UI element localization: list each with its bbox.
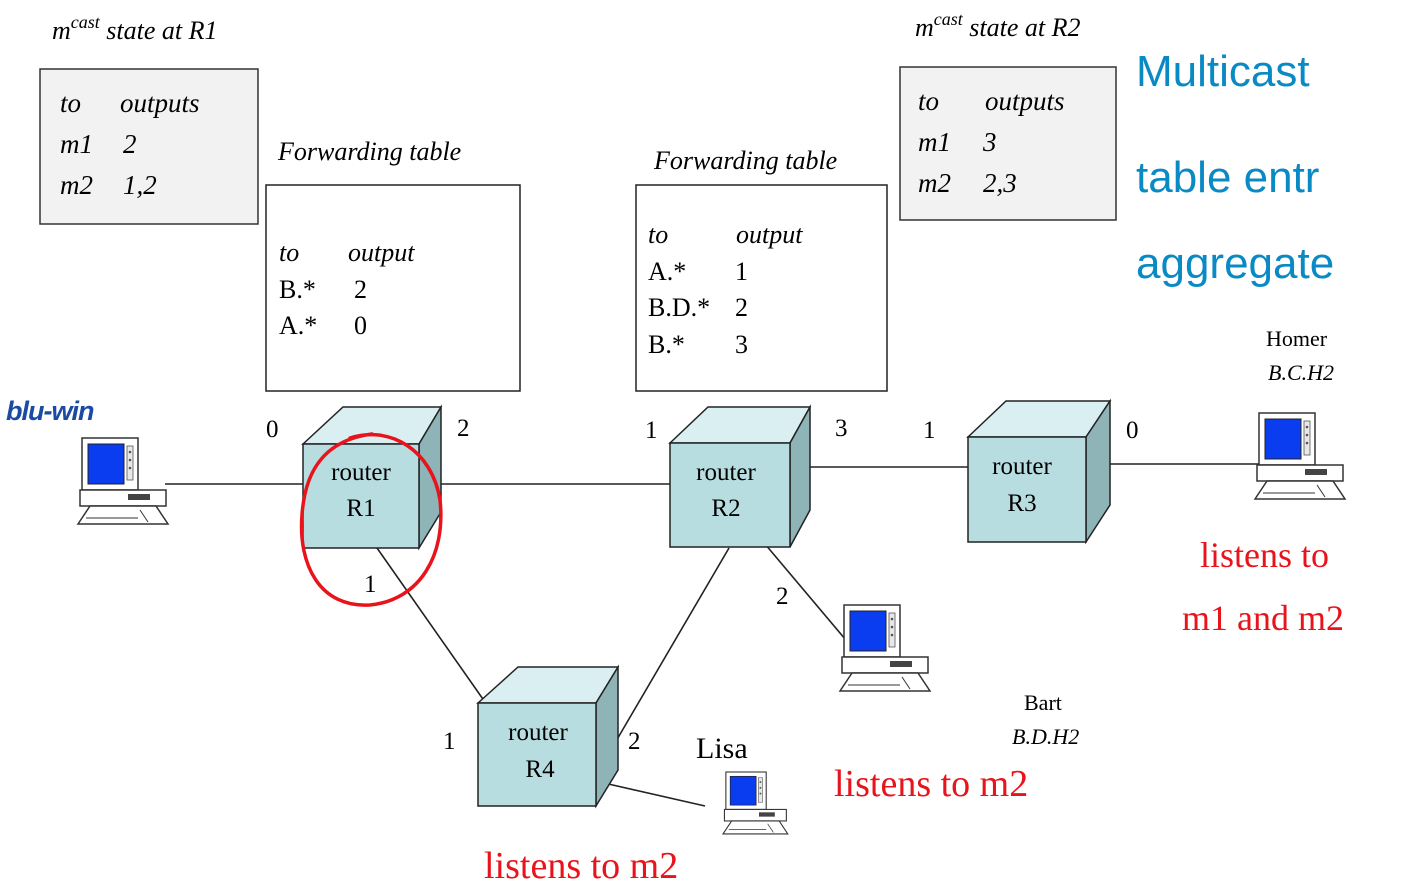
lisa-name: Lisa <box>696 732 748 765</box>
router-r2-front <box>669 442 791 548</box>
r1-highlight-circle <box>299 432 443 607</box>
mcast-state-r1: mcast state at R1 to outputs m1 2 m2 1,2 <box>39 12 259 225</box>
mcast-r2-row2-to: m2 <box>918 168 951 198</box>
network-links <box>165 463 1265 807</box>
router-r2: router R2 <box>668 404 812 548</box>
link-r2-bart <box>764 543 857 653</box>
bart-address: B.D.H2 <box>1012 724 1079 749</box>
fwd-r1-header-to: to <box>279 238 299 267</box>
host-homer-computer <box>1254 412 1346 500</box>
slide-title-line2: table entr <box>1136 153 1319 202</box>
fwd-r2-header-output: output <box>736 220 803 249</box>
mcast-r2-row1-out: 3 <box>982 127 997 157</box>
router-r4: router R4 <box>476 664 620 809</box>
r2-port-3: 3 <box>835 415 848 442</box>
router-r2-id: R2 <box>711 495 740 522</box>
router-r1-label: router <box>331 459 391 486</box>
bluewin-logo: blu-win <box>6 396 94 426</box>
mcast-r2-header-to: to <box>918 86 939 116</box>
mcast-r2-row2-out: 2,3 <box>983 168 1017 198</box>
mcast-r1-row2-out: 1,2 <box>123 170 157 200</box>
mcast-r2-box <box>899 66 1117 221</box>
homer-listens-line1: listens to <box>1200 535 1329 575</box>
fwd-r1-row1-out: 2 <box>354 275 367 304</box>
link-r1-r4 <box>376 547 493 713</box>
r2-port-2: 2 <box>776 583 789 610</box>
router-r1-id: R1 <box>346 495 375 522</box>
fwd-r1-caption: Forwarding table <box>277 137 461 166</box>
fwd-r1-row1-to: B.* <box>279 275 316 304</box>
fwd-r2-row3-out: 3 <box>735 330 748 359</box>
forwarding-table-r2: Forwarding table to output A.* 1 B.D.* 2… <box>635 146 888 392</box>
mcast-r1-caption: mcast state at R1 <box>52 12 218 45</box>
fwd-r2-row1-out: 1 <box>735 257 748 286</box>
router-r3-label: router <box>992 453 1052 480</box>
link-r2-r4 <box>611 547 730 749</box>
fwd-r1-box <box>265 184 521 392</box>
host-bart-computer <box>839 604 931 692</box>
fwd-r2-row2-to: B.D.* <box>648 293 710 322</box>
mcast-r1-box <box>39 68 259 225</box>
r4-port-1: 1 <box>443 728 456 755</box>
fwd-r2-box <box>635 184 888 392</box>
mcast-r2-header-outputs: outputs <box>985 86 1065 116</box>
mcast-r2-caption: mcast state at R2 <box>915 9 1081 42</box>
router-r3-front <box>967 436 1087 543</box>
mcast-r1-row1-to: m1 <box>60 129 93 159</box>
slide-title-line1: Multicast <box>1136 47 1310 96</box>
fwd-r2-caption: Forwarding table <box>653 146 837 175</box>
bart-listens: listens to m2 <box>834 763 1028 805</box>
forwarding-table-r1: Forwarding table to output B.* 2 A.* 0 <box>265 137 521 392</box>
router-r3: router R3 <box>966 398 1112 545</box>
r3-port-0: 0 <box>1126 417 1139 444</box>
router-r3-id: R3 <box>1007 490 1036 517</box>
fwd-r2-row2-out: 2 <box>735 293 748 322</box>
bart-name: Bart <box>1024 690 1062 715</box>
mcast-r1-header-to: to <box>60 88 81 118</box>
router-r2-label: router <box>696 459 756 486</box>
host-bluewin-computer <box>77 437 169 525</box>
r1-port-1: 1 <box>364 571 377 598</box>
r4-port-2: 2 <box>628 728 641 755</box>
fwd-r1-row2-to: A.* <box>279 311 317 340</box>
r2-port-1: 1 <box>645 417 658 444</box>
router-r1-top <box>301 406 443 445</box>
router-r1-front <box>302 443 420 549</box>
router-r4-front <box>477 702 597 807</box>
router-r4-top <box>476 666 620 704</box>
mcast-r2-row1-to: m1 <box>918 127 951 157</box>
mcast-state-r2: mcast state at R2 to outputs m1 3 m2 2,3 <box>899 9 1117 221</box>
fwd-r1-header-output: output <box>348 238 415 267</box>
fwd-r2-row3-to: B.* <box>648 330 685 359</box>
fwd-r2-header-to: to <box>648 220 668 249</box>
r3-port-1: 1 <box>923 417 936 444</box>
homer-name: Homer <box>1266 326 1328 351</box>
router-r4-id: R4 <box>525 756 555 783</box>
homer-listens-line2: m1 and m2 <box>1182 598 1344 638</box>
mcast-r1-header-outputs: outputs <box>120 88 200 118</box>
link-r4-lisa <box>603 782 706 807</box>
mcast-r1-row2-to: m2 <box>60 170 93 200</box>
fwd-r1-row2-out: 0 <box>354 311 367 340</box>
slide-title-line3: aggregate <box>1136 239 1334 288</box>
router-r2-top <box>668 406 812 444</box>
r1-port-2: 2 <box>457 415 470 442</box>
router-r4-label: router <box>508 719 568 746</box>
host-lisa-computer <box>722 771 789 835</box>
homer-address: B.C.H2 <box>1268 360 1334 385</box>
mcast-r1-row1-out: 2 <box>123 129 137 159</box>
r1-port-0: 0 <box>266 416 279 443</box>
lisa-listens: listens to m2 <box>484 845 678 887</box>
fwd-r2-row1-to: A.* <box>648 257 686 286</box>
port-labels: 0 2 1 1 3 2 1 0 1 2 <box>266 415 1139 755</box>
router-r1: router R1 <box>301 404 443 551</box>
